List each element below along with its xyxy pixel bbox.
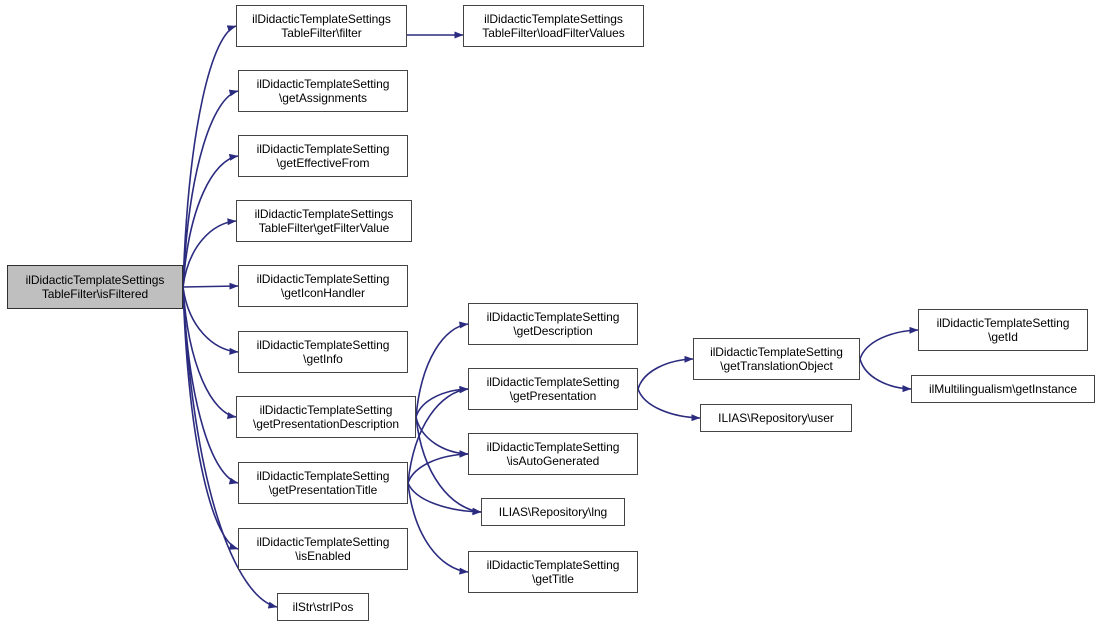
graph-node-getPresentationDescription[interactable]: ilDidacticTemplateSetting \getPresentati… xyxy=(236,396,416,438)
graph-node-label: ilDidacticTemplateSetting \getPresentati… xyxy=(256,468,390,497)
graph-edge-getPresentationDescription-to-isAutoGenerated xyxy=(415,416,469,458)
graph-node-label: ilMultilingualism\getInstance xyxy=(929,381,1077,396)
graph-node-user[interactable]: ILIAS\Repository\user xyxy=(700,404,852,432)
graph-edge-getPresentationTitle-to-getPresentation xyxy=(407,386,469,484)
graph-node-getPresentation[interactable]: ilDidacticTemplateSetting \getPresentati… xyxy=(468,368,638,410)
graph-node-filter[interactable]: ilDidacticTemplateSettings TableFilter\f… xyxy=(236,5,407,47)
graph-node-label: ilDidacticTemplateSetting \getPresentati… xyxy=(252,402,400,431)
graph-node-label: ilDidacticTemplateSettings TableFilter\i… xyxy=(25,272,165,301)
graph-edge-getPresentationTitle-to-lng xyxy=(407,482,482,516)
graph-node-label: ilDidacticTemplateSetting \getId xyxy=(936,315,1070,344)
graph-node-getFilterValue[interactable]: ilDidacticTemplateSettings TableFilter\g… xyxy=(236,200,412,242)
graph-node-getAssignments[interactable]: ilDidacticTemplateSetting \getAssignment… xyxy=(238,70,408,112)
graph-node-getId[interactable]: ilDidacticTemplateSetting \getId xyxy=(918,309,1088,351)
graph-node-isFiltered[interactable]: ilDidacticTemplateSettings TableFilter\i… xyxy=(7,265,183,309)
graph-node-label: ilDidacticTemplateSetting \getPresentati… xyxy=(486,374,620,403)
graph-node-label: ilDidacticTemplateSetting \getInfo xyxy=(256,337,390,366)
graph-node-label: ILIAS\Repository\lng xyxy=(498,504,608,519)
graph-edge-isFiltered-to-isEnabled xyxy=(182,286,239,550)
graph-node-label: ILIAS\Repository\user xyxy=(718,410,834,425)
graph-edge-isFiltered-to-getEffectiveFrom xyxy=(182,153,239,288)
graph-node-label: ilDidacticTemplateSettings TableFilter\g… xyxy=(254,206,394,235)
graph-node-label: ilDidacticTemplateSetting \getTranslatio… xyxy=(710,344,843,373)
graph-edge-getTranslationObject-to-getId xyxy=(859,326,919,360)
graph-node-loadFilterValues[interactable]: ilDidacticTemplateSettings TableFilter\l… xyxy=(463,5,644,47)
graph-edge-getPresentation-to-getTranslationObject xyxy=(637,355,694,390)
graph-node-label: ilDidacticTemplateSetting \getDescriptio… xyxy=(486,309,620,338)
graph-edge-isFiltered-to-getAssignments xyxy=(182,89,239,288)
graph-edge-isFiltered-to-getIconHandler xyxy=(182,282,239,290)
graph-edge-isFiltered-to-getPresentationDescription xyxy=(182,286,237,420)
graph-node-getPresentationTitle[interactable]: ilDidacticTemplateSetting \getPresentati… xyxy=(238,462,408,504)
graph-node-lng[interactable]: ILIAS\Repository\lng xyxy=(481,498,625,526)
graph-node-getIconHandler[interactable]: ilDidacticTemplateSetting \getIconHandle… xyxy=(238,265,408,307)
graph-node-getInstance[interactable]: ilMultilingualism\getInstance xyxy=(911,375,1095,403)
graph-edge-isFiltered-to-getFilterValue xyxy=(182,218,237,288)
graph-edge-getPresentation-to-user xyxy=(637,388,701,422)
graph-edge-getPresentationTitle-to-isAutoGenerated xyxy=(407,450,469,484)
graph-edge-getPresentationTitle-to-getTitle xyxy=(407,482,469,575)
graph-node-strIPos[interactable]: ilStr\strIPos xyxy=(277,593,369,621)
graph-node-getDescription[interactable]: ilDidacticTemplateSetting \getDescriptio… xyxy=(468,303,638,345)
graph-node-label: ilDidacticTemplateSettings TableFilter\l… xyxy=(482,11,625,40)
graph-edge-getTranslationObject-to-getInstance xyxy=(859,358,912,393)
graph-node-label: ilDidacticTemplateSetting \isEnabled xyxy=(256,534,390,563)
graph-node-label: ilDidacticTemplateSetting \getIconHandle… xyxy=(256,271,390,300)
graph-node-label: ilDidacticTemplateSetting \getTitle xyxy=(486,557,620,586)
graph-node-getTitle[interactable]: ilDidacticTemplateSetting \getTitle xyxy=(468,551,638,593)
graph-edge-isFiltered-to-getInfo xyxy=(182,286,239,355)
graph-node-getEffectiveFrom[interactable]: ilDidacticTemplateSetting \getEffectiveF… xyxy=(238,135,408,177)
graph-node-getTranslationObject[interactable]: ilDidacticTemplateSetting \getTranslatio… xyxy=(693,338,860,380)
graph-node-label: ilDidacticTemplateSetting \getAssignment… xyxy=(256,76,390,105)
graph-node-label: ilDidacticTemplateSetting \getEffectiveF… xyxy=(256,141,390,170)
graph-node-label: ilStr\strIPos xyxy=(292,599,354,614)
graph-node-label: ilDidacticTemplateSettings TableFilter\f… xyxy=(252,11,391,40)
graph-edge-getPresentationDescription-to-getDescription xyxy=(415,321,469,418)
graph-node-getInfo[interactable]: ilDidacticTemplateSetting \getInfo xyxy=(238,331,408,373)
graph-edge-getPresentationDescription-to-getPresentation xyxy=(415,385,469,418)
graph-node-label: ilDidacticTemplateSetting \isAutoGenerat… xyxy=(486,439,620,468)
graph-node-isAutoGenerated[interactable]: ilDidacticTemplateSetting \isAutoGenerat… xyxy=(468,433,638,475)
graph-node-isEnabled[interactable]: ilDidacticTemplateSetting \isEnabled xyxy=(238,528,408,570)
graph-edge-isFiltered-to-strIPos xyxy=(182,286,278,609)
graph-edge-isFiltered-to-filter xyxy=(182,25,237,288)
